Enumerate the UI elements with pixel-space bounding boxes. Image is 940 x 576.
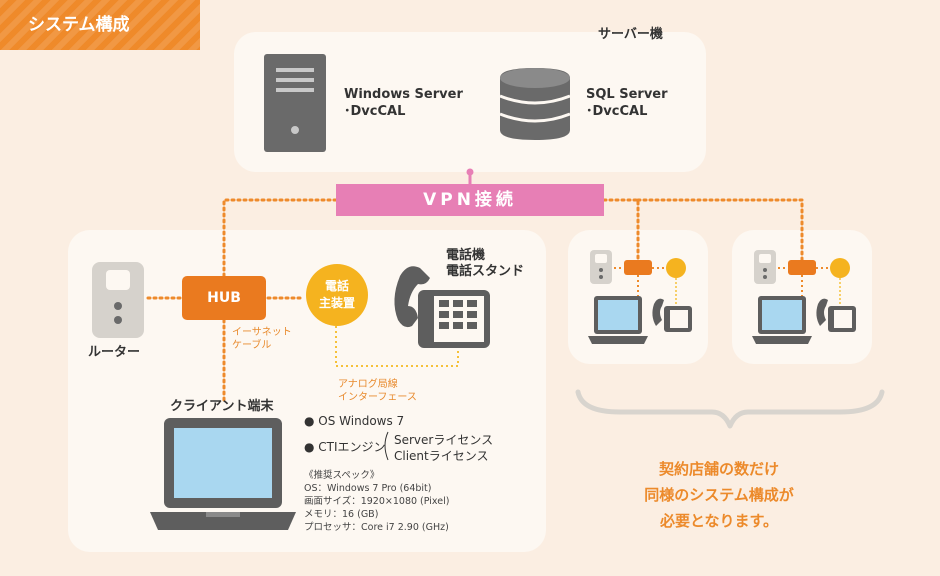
recommended-specs: 《推奨スペック》 OS：Windows 7 Pro (64bit) 画面サイズ：… (304, 469, 449, 534)
desk-phone-icon (394, 266, 490, 348)
windows-server-cal: ･DvcCAL (344, 104, 406, 119)
phone-label-line2: 電話スタンド (446, 264, 525, 279)
server-tower-icon (264, 54, 326, 152)
cti-engine-text: CTIエンジン (318, 440, 386, 454)
spec-line-screen: 画面サイズ：1920×1080 (Pixel) (304, 496, 450, 507)
cti-license-client: Clientライセンス (394, 449, 489, 463)
vpn-connection-bar: VPN接続 (336, 184, 604, 216)
windows-server-label: Windows Server (344, 87, 463, 102)
footer-message: 契約店舗の数だけ 同様のシステム構成が 必要となります。 (604, 456, 834, 534)
branch-2-devices (752, 250, 856, 344)
analog-label-line1: アナログ局線 (338, 379, 398, 390)
ethernet-label-line2: ケーブル (232, 340, 272, 351)
os-spec-text: OS Windows 7 (318, 414, 405, 428)
section-badge: システム構成 (0, 0, 200, 50)
cti-license-server: Serverライセンス (394, 433, 494, 447)
sql-server-label: SQL Server (586, 87, 668, 102)
sql-server-cal: ･DvcCAL (586, 104, 648, 119)
os-spec: ● OS Windows 7 (304, 414, 405, 428)
phone-main-unit: 電話 主装置 (306, 264, 368, 326)
laptop-icon (150, 418, 296, 530)
router-icon (92, 262, 144, 338)
database-icon (499, 68, 571, 140)
footer-line1: 契約店舗の数だけ (658, 460, 779, 478)
footer-line2: 同様のシステム構成が (644, 486, 794, 504)
cti-engine: ● CTIエンジン (304, 440, 386, 454)
recommended-title: 《推奨スペック》 (304, 470, 380, 481)
branch-1-devices (588, 250, 692, 344)
spec-line-memory: メモリ：16 (GB) (304, 509, 379, 520)
client-label: クライアント端末 (170, 399, 274, 414)
phone-label-line1: 電話機 (446, 248, 486, 263)
main-unit-line1: 電話 (324, 279, 349, 293)
router-label: ルーター (88, 345, 141, 360)
main-unit-line2: 主装置 (318, 296, 355, 310)
spec-line-cpu: プロセッサ：Core i7 2.90 (GHz) (304, 522, 449, 533)
spec-line-os: OS：Windows 7 Pro (64bit) (304, 483, 432, 494)
hub-box: HUB (182, 276, 266, 320)
footer-line3: 必要となります。 (659, 512, 779, 530)
server-title: サーバー機 (598, 27, 663, 42)
ethernet-label-line1: イーサネット (232, 327, 292, 338)
analog-label-line2: インターフェース (338, 392, 417, 403)
curly-brace (575, 389, 885, 429)
